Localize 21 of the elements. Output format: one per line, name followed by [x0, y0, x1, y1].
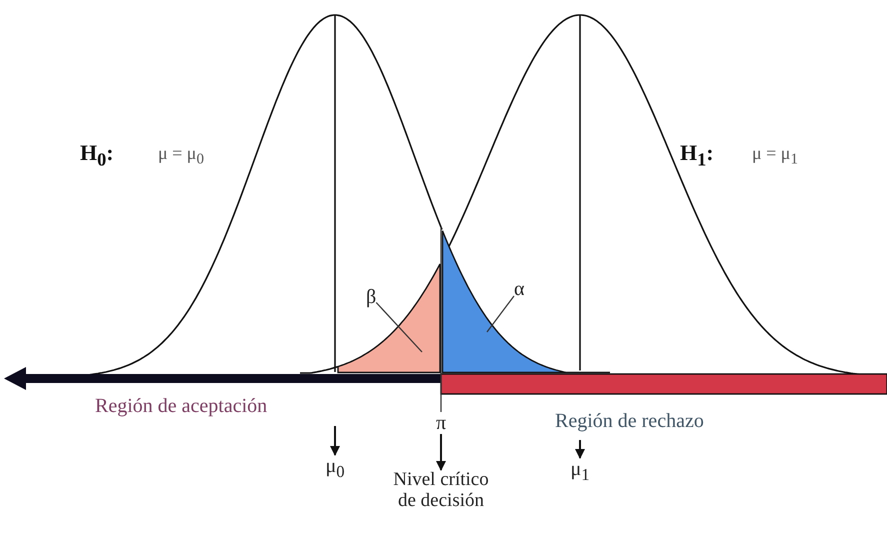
- leader-line: [376, 302, 422, 352]
- arrow: [436, 434, 446, 471]
- hypothesis-label: H$_{1}$:: [680, 140, 714, 170]
- shaded-area: [442, 230, 611, 374]
- leader-line: [486, 296, 514, 332]
- rejection-bar: [440, 373, 887, 395]
- leader-line: [440, 227, 442, 412]
- math-symbol: π: [436, 412, 446, 434]
- shaded-area: [337, 263, 441, 374]
- math-symbol: Nivel crítico de decisión: [382, 470, 500, 512]
- math-symbol: μ$_{1}$: [570, 458, 590, 484]
- region-label: Región de aceptación: [95, 395, 268, 418]
- math-symbol: μ$_{0}$: [325, 455, 345, 482]
- hypothesis-label: μ = μ$_{0}$: [158, 143, 204, 169]
- region-label: Región de rechazo: [555, 410, 704, 433]
- arrow: [575, 440, 585, 459]
- arrow: [330, 426, 340, 456]
- hypothesis-label: H$_{0}$:: [80, 140, 114, 170]
- math-symbol: α: [514, 278, 524, 300]
- hypothesis-label: μ = μ$_{1}$: [752, 143, 798, 169]
- math-symbol: β: [366, 286, 376, 308]
